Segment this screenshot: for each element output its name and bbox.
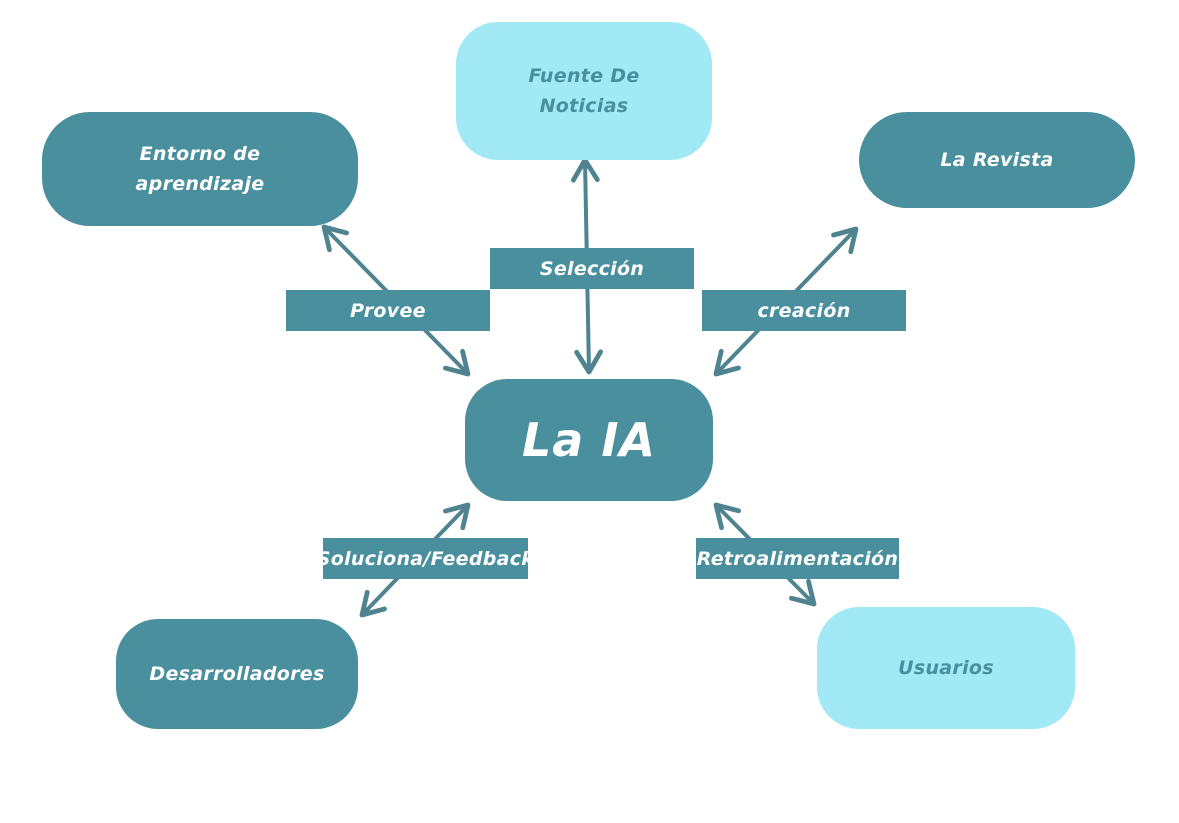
label-selection: Selección xyxy=(490,248,694,289)
label-solves-feedback: Soluciona/Feedback xyxy=(317,538,534,579)
node-news-feed: Fuente De Noticias xyxy=(456,22,712,160)
node-developers: Desarrolladores xyxy=(116,619,358,729)
node-users: Usuarios xyxy=(817,607,1075,729)
label-creation: creación xyxy=(702,290,906,331)
label-feedback: Retroalimentación xyxy=(696,538,899,579)
node-magazine: La Revista xyxy=(859,112,1135,208)
node-learning-environment: Entorno de aprendizaje xyxy=(42,112,358,226)
label-provides: Provee xyxy=(286,290,490,331)
node-center-ai: La IA xyxy=(465,379,713,501)
